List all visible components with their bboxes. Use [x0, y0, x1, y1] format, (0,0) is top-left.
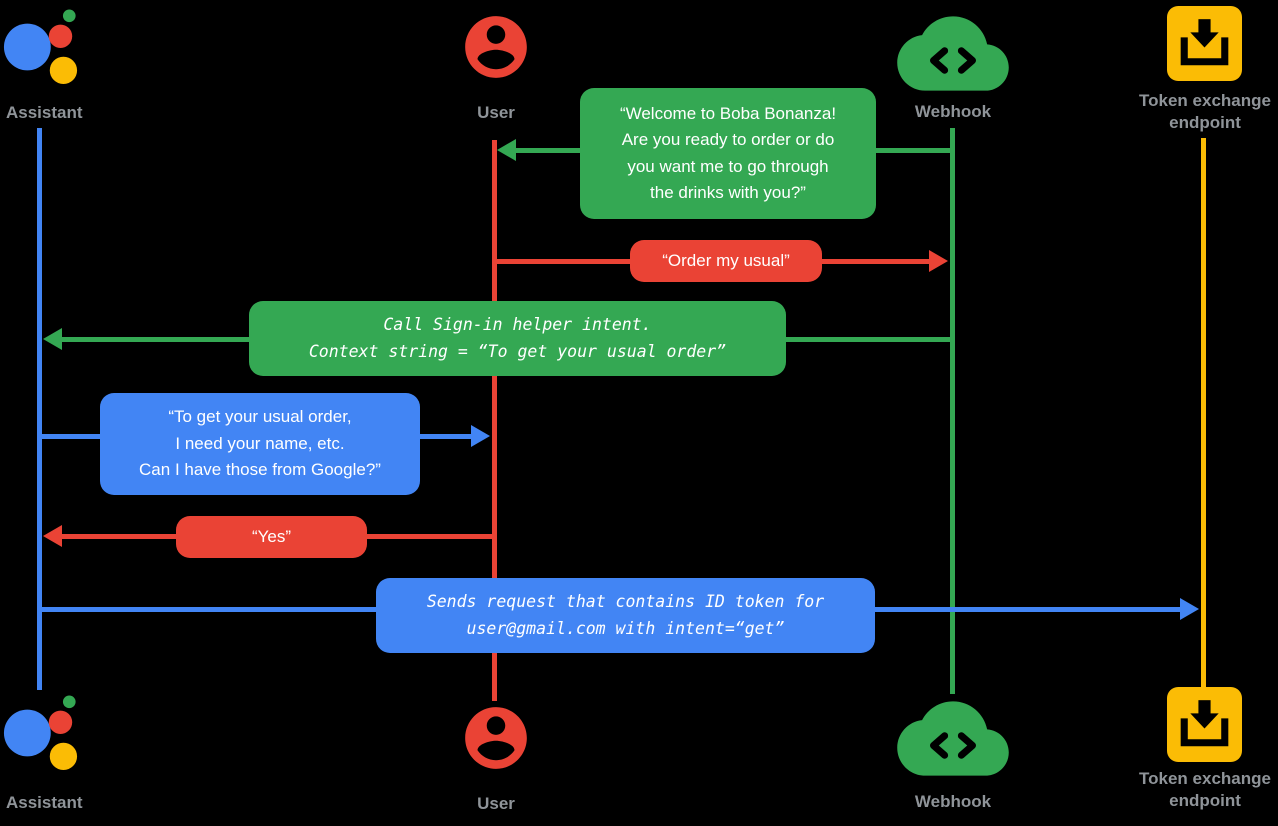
- message-sends-request: Sends request that contains ID token for…: [376, 578, 875, 653]
- arrowhead-yes: [43, 525, 62, 547]
- user-icon: [459, 701, 533, 775]
- message-welcome: “Welcome to Boba Bonanza! Are you ready …: [580, 88, 876, 219]
- message-order-my-usual: “Order my usual”: [630, 240, 822, 282]
- assistant-icon: [2, 6, 80, 88]
- token-endpoint-lifeline: [1201, 138, 1206, 688]
- assistant-label-top: Assistant: [6, 103, 83, 122]
- webhook-label-bottom: Webhook: [914, 792, 992, 811]
- message-call-signin-helper: Call Sign-in helper intent. Context stri…: [249, 301, 786, 376]
- token-endpoint-icon: [1167, 6, 1242, 81]
- assistant-lifeline: [37, 128, 42, 690]
- webhook-icon: [897, 699, 1009, 778]
- arrowhead-welcome: [497, 139, 516, 161]
- assistant-icon: [2, 692, 80, 774]
- token-endpoint-label-top: Token exchange endpoint: [1139, 91, 1271, 133]
- webhook-icon: [897, 14, 1009, 93]
- message-yes: “Yes”: [176, 516, 367, 558]
- webhook-label-top: Webhook: [914, 102, 992, 121]
- arrowhead-sends-request: [1180, 598, 1199, 620]
- user-label-top: User: [477, 103, 515, 122]
- arrowhead-call-signin-helper: [43, 328, 62, 350]
- token-endpoint-icon: [1167, 687, 1242, 762]
- webhook-lifeline: [950, 128, 955, 694]
- arrowhead-order-my-usual: [929, 250, 948, 272]
- token-endpoint-label-bottom: Token exchange endpoint: [1139, 769, 1271, 811]
- arrowhead-need-your-name: [471, 425, 490, 447]
- user-label-bottom: User: [477, 794, 515, 813]
- user-icon: [459, 10, 533, 84]
- message-need-your-name: “To get your usual order, I need your na…: [100, 393, 420, 495]
- assistant-label-bottom: Assistant: [6, 793, 83, 812]
- user-lifeline: [492, 140, 497, 701]
